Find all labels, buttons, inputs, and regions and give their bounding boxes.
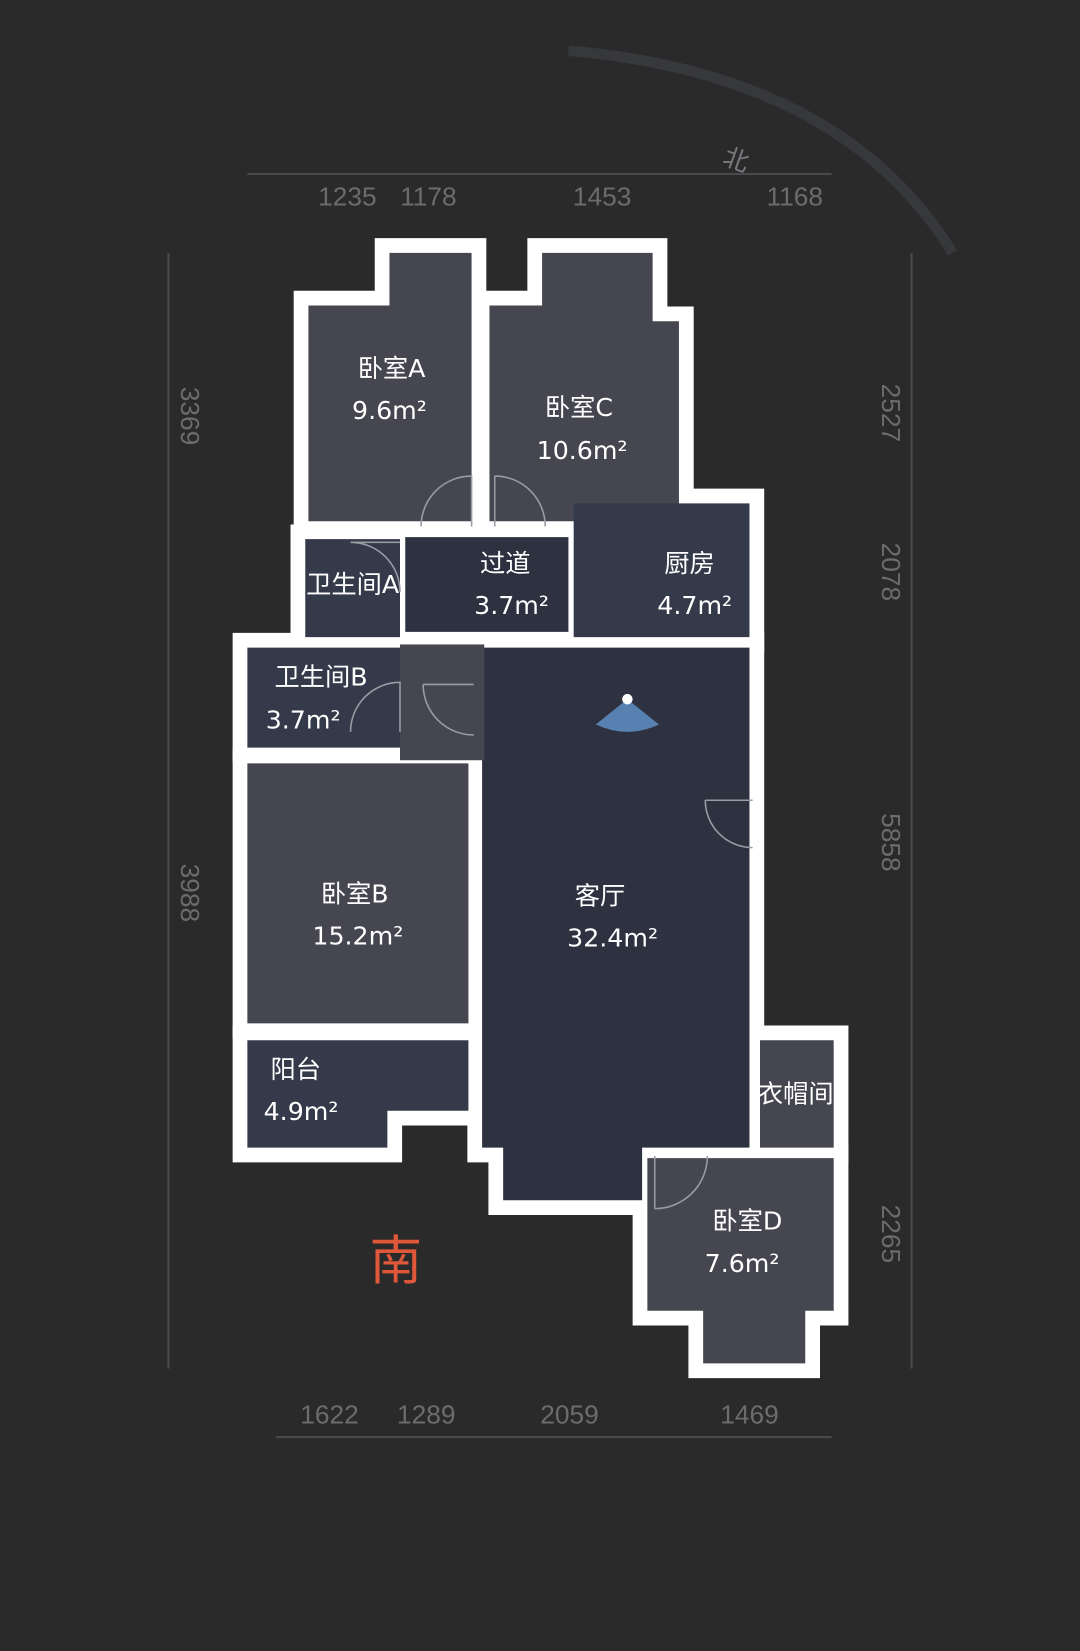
balcony-name: 阳台 [271, 1055, 322, 1084]
south-label: 南 [369, 1231, 422, 1292]
right-dimensions: 2527 2078 5858 2265 [876, 384, 906, 1264]
room-labels: 卧室A 9.6m² 卧室C 10.6m² 过道 3.7m² 厨房 4.7m² 卫… [264, 354, 834, 1278]
door-bedroom-a-icon [420, 475, 473, 527]
door-bathroom-b-icon [349, 681, 401, 732]
dim-right-1: 2527 [876, 384, 906, 443]
living-room-area[interactable] [482, 647, 750, 1201]
kitchen-area[interactable] [573, 503, 750, 638]
door-swings [349, 475, 753, 1210]
dim-bottom-3: 2059 [540, 1399, 599, 1429]
bathroom-b-area-label: 3.7m² [266, 706, 341, 735]
dim-bottom-4: 1469 [720, 1399, 779, 1429]
bedroom-b-area[interactable] [247, 763, 469, 1024]
bedroom-a-area-label: 9.6m² [352, 396, 427, 425]
room-fills [247, 252, 834, 1364]
door-bedroom-d-icon [653, 1156, 709, 1210]
dim-left-2: 3988 [175, 864, 205, 923]
dim-top-2: 1178 [400, 182, 457, 212]
dim-right-2: 2078 [876, 543, 906, 602]
bedroom-b-name: 卧室B [321, 879, 389, 908]
bathroom-a-name: 卫生间A [306, 570, 400, 599]
bathroom-a-area[interactable] [305, 539, 400, 638]
bedroom-d-name: 卧室D [712, 1207, 782, 1236]
dim-top-3: 1453 [573, 182, 632, 212]
door-bedroom-c-icon [493, 475, 547, 527]
balcony-area-label: 4.9m² [264, 1097, 339, 1126]
bedroom-b-area-label: 15.2m² [312, 921, 403, 950]
door-bathroom-a-icon [350, 541, 401, 592]
bedroom-c-area-label: 10.6m² [537, 436, 628, 465]
door-side-icon [704, 799, 753, 849]
door-bedroom-b-icon [422, 683, 474, 736]
dim-bottom-1: 1622 [300, 1399, 359, 1429]
view-direction-icon[interactable] [595, 693, 659, 732]
dim-right-4: 2265 [876, 1205, 906, 1264]
living-room-name: 客厅 [575, 881, 626, 910]
dim-right-3: 5858 [876, 813, 906, 872]
hallway-name: 过道 [480, 549, 531, 578]
hallway-area[interactable] [405, 537, 569, 632]
dim-top-1: 1235 [318, 182, 377, 212]
top-dimensions: 1235 1178 1453 1168 [318, 182, 823, 212]
bathroom-b-area[interactable] [247, 647, 400, 748]
bottom-dimensions: 1622 1289 2059 1469 [300, 1399, 779, 1429]
north-label: 北 [719, 142, 753, 178]
hallway-area-label: 3.7m² [474, 591, 549, 620]
cloakroom-area[interactable] [760, 1040, 834, 1148]
living-room-area-label: 32.4m² [567, 924, 658, 953]
cloakroom-name: 衣帽间 [758, 1079, 834, 1108]
left-dimensions: 3369 3988 [175, 387, 205, 922]
dim-top-4: 1168 [766, 182, 823, 212]
bedroom-a-area[interactable] [308, 252, 472, 522]
balcony-area[interactable] [247, 1040, 469, 1148]
bedroom-d-area[interactable] [647, 1158, 834, 1364]
compass-arc [567, 45, 958, 256]
dimension-lines [167, 172, 913, 1439]
kitchen-area-label: 4.7m² [657, 591, 732, 620]
kitchen-name: 厨房 [664, 549, 715, 578]
bedroom-d-area-label: 7.6m² [705, 1249, 780, 1278]
bathroom-b-name: 卫生间B [275, 663, 368, 692]
dim-left-1: 3369 [175, 387, 205, 446]
dim-bottom-2: 1289 [397, 1399, 456, 1429]
bedroom-a-name: 卧室A [358, 354, 426, 383]
bedroom-c-name: 卧室C [545, 393, 613, 422]
bedroom-c-area[interactable] [489, 252, 679, 522]
